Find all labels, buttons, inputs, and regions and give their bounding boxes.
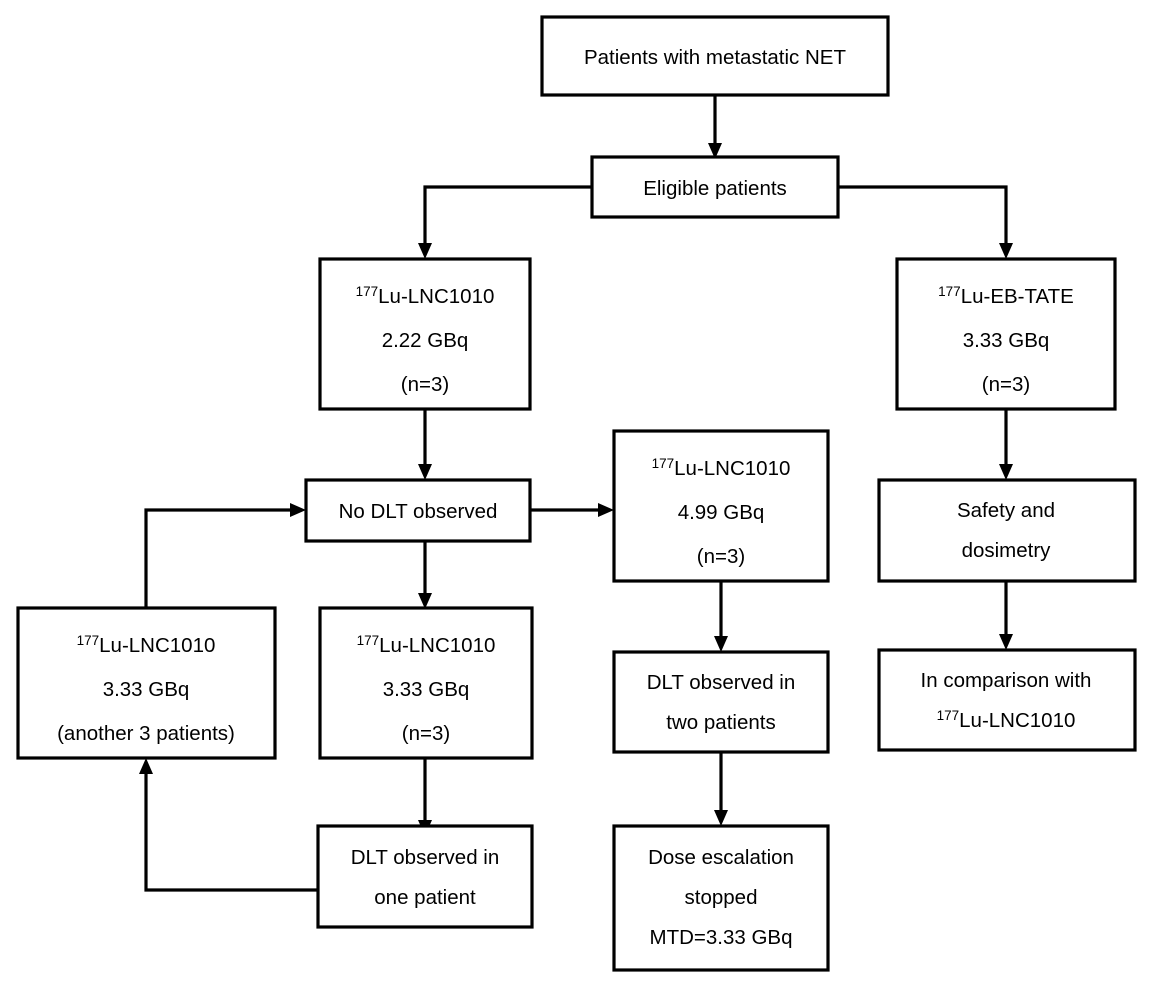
isotope-superscript: 177 [356,284,379,299]
edge-eligible-to-lnc222 [423,185,592,248]
arrowhead-nodlt-left [290,503,306,517]
node-no-dlt-observed-box[interactable] [304,478,532,543]
node-eligible[interactable]: Eligible patients [590,155,840,219]
node-lnc1010-3-33-another-line-2: 3.33 GBq [103,678,190,701]
node-in-comparison-with-compound: Lu-LNC1010 [959,709,1075,732]
node-safety-and-dosimetry-box[interactable] [877,478,1137,583]
node-enrollment[interactable]: Patients with metastatic NET [540,15,890,97]
arrowhead-stopped [714,810,728,826]
arrowhead-lnc222 [418,243,432,259]
node-dlt-observed-one-patient-box[interactable] [316,824,534,929]
node-in-comparison-with-line-2: 177Lu-LNC1010 [937,708,1076,732]
node-lnc1010-3-33-another-line-1: 177Lu-LNC1010 [77,633,216,657]
connectors-layer [139,95,1013,892]
node-lu-eb-tate-compound: Lu-EB-TATE [961,285,1074,308]
node-dlt-observed-one-patient-line-1: DLT observed in [351,846,500,869]
arrowhead-safety [999,464,1013,480]
node-safety-and-dosimetry-line-1: Safety and [957,499,1055,522]
arrowhead-another3 [139,758,153,774]
node-enrollment-line-1: Patients with metastatic NET [584,46,847,69]
node-in-comparison-with-line-1: In comparison with [921,669,1092,692]
node-lnc1010-3-33-another-box[interactable] [16,606,277,760]
node-lnc1010-3-33-another-compound: Lu-LNC1010 [99,634,215,657]
node-dlt-observed-two-patients-box[interactable] [612,650,830,754]
node-lnc1010-2-22-line-1: 177Lu-LNC1010 [356,284,495,308]
node-lnc1010-3-33-n3-line-2: 3.33 GBq [383,678,470,701]
node-dose-escalation-stopped-line-1: Dose escalation [648,846,794,869]
node-dlt-observed-two-patients-line-2: two patients [666,711,775,734]
node-lnc1010-3-33-another-line-3: (another 3 patients) [57,722,235,745]
arrowhead-eligible [708,143,722,159]
node-eligible-box[interactable] [590,155,840,219]
arrowhead-lnc333n3 [418,593,432,609]
arrowhead-nodlt-top [418,464,432,480]
node-lnc1010-4-99[interactable]: 177Lu-LNC1010 4.99 GBq (n=3) [612,429,830,583]
node-lnc1010-2-22-compound: Lu-LNC1010 [378,285,494,308]
edge-eligible-to-ebtate [838,185,1008,248]
node-dose-escalation-stopped-line-3: MTD=3.33 GBq [650,926,793,949]
arrowhead-lnc499 [598,503,614,517]
node-dose-escalation-stopped-line-2: stopped [685,886,758,909]
node-lnc1010-3-33-n3[interactable]: 177Lu-LNC1010 3.33 GBq (n=3) [318,606,534,760]
node-enrollment-box[interactable] [540,15,890,97]
isotope-superscript: 177 [652,456,675,471]
node-lnc1010-3-33-n3-line-3: (n=3) [402,722,450,745]
node-lu-eb-tate-line-1: 177Lu-EB-TATE [938,284,1074,308]
node-lnc1010-4-99-box[interactable] [612,429,830,583]
node-lnc1010-3-33-n3-box[interactable] [318,606,534,760]
edge-another3-to-nodlt [144,508,295,608]
node-no-dlt-observed-line-1: No DLT observed [339,500,498,523]
node-lnc1010-2-22-box[interactable] [318,257,532,411]
node-eligible-line-1: Eligible patients [643,177,787,200]
node-lnc1010-3-33-n3-line-1: 177Lu-LNC1010 [357,633,496,657]
isotope-superscript: 177 [77,633,100,648]
node-dlt-observed-two-patients[interactable]: DLT observed in two patients [612,650,830,754]
node-lnc1010-4-99-compound: Lu-LNC1010 [674,457,790,480]
arrowhead-comparison [999,634,1013,650]
node-in-comparison-with-box[interactable] [877,648,1137,752]
node-dose-escalation-stopped[interactable]: Dose escalation stopped MTD=3.33 GBq [612,824,830,972]
node-dlt-observed-two-patients-line-1: DLT observed in [647,671,796,694]
node-lu-eb-tate-line-2: 3.33 GBq [963,329,1050,352]
node-safety-and-dosimetry-line-2: dosimetry [962,539,1052,562]
node-dlt-observed-one-patient[interactable]: DLT observed in one patient [316,824,534,929]
node-in-comparison-with[interactable]: In comparison with 177Lu-LNC1010 [877,648,1137,752]
node-lnc1010-3-33-n3-compound: Lu-LNC1010 [379,634,495,657]
node-lnc1010-3-33-another[interactable]: 177Lu-LNC1010 3.33 GBq (another 3 patien… [16,606,277,760]
arrowhead-ebtate [999,243,1013,259]
node-lnc1010-4-99-line-1: 177Lu-LNC1010 [652,456,791,480]
node-lnc1010-4-99-line-2: 4.99 GBq [678,501,765,524]
node-no-dlt-observed[interactable]: No DLT observed [304,478,532,543]
node-dlt-observed-one-patient-line-2: one patient [374,886,476,909]
node-safety-and-dosimetry[interactable]: Safety and dosimetry [877,478,1137,583]
node-lu-eb-tate-box[interactable] [895,257,1117,411]
node-lu-eb-tate-line-3: (n=3) [982,373,1030,396]
isotope-superscript: 177 [937,708,960,723]
node-lnc1010-2-22-line-2: 2.22 GBq [382,329,469,352]
node-dose-escalation-stopped-box[interactable] [612,824,830,972]
node-lu-eb-tate[interactable]: 177Lu-EB-TATE 3.33 GBq (n=3) [895,257,1117,411]
isotope-superscript: 177 [938,284,961,299]
edge-dltone-to-another3 [144,769,318,892]
arrowhead-dlttwo [714,636,728,652]
node-lnc1010-2-22-line-3: (n=3) [401,373,449,396]
node-lnc1010-4-99-line-3: (n=3) [697,545,745,568]
isotope-superscript: 177 [357,633,380,648]
node-lnc1010-2-22[interactable]: 177Lu-LNC1010 2.22 GBq (n=3) [318,257,532,411]
